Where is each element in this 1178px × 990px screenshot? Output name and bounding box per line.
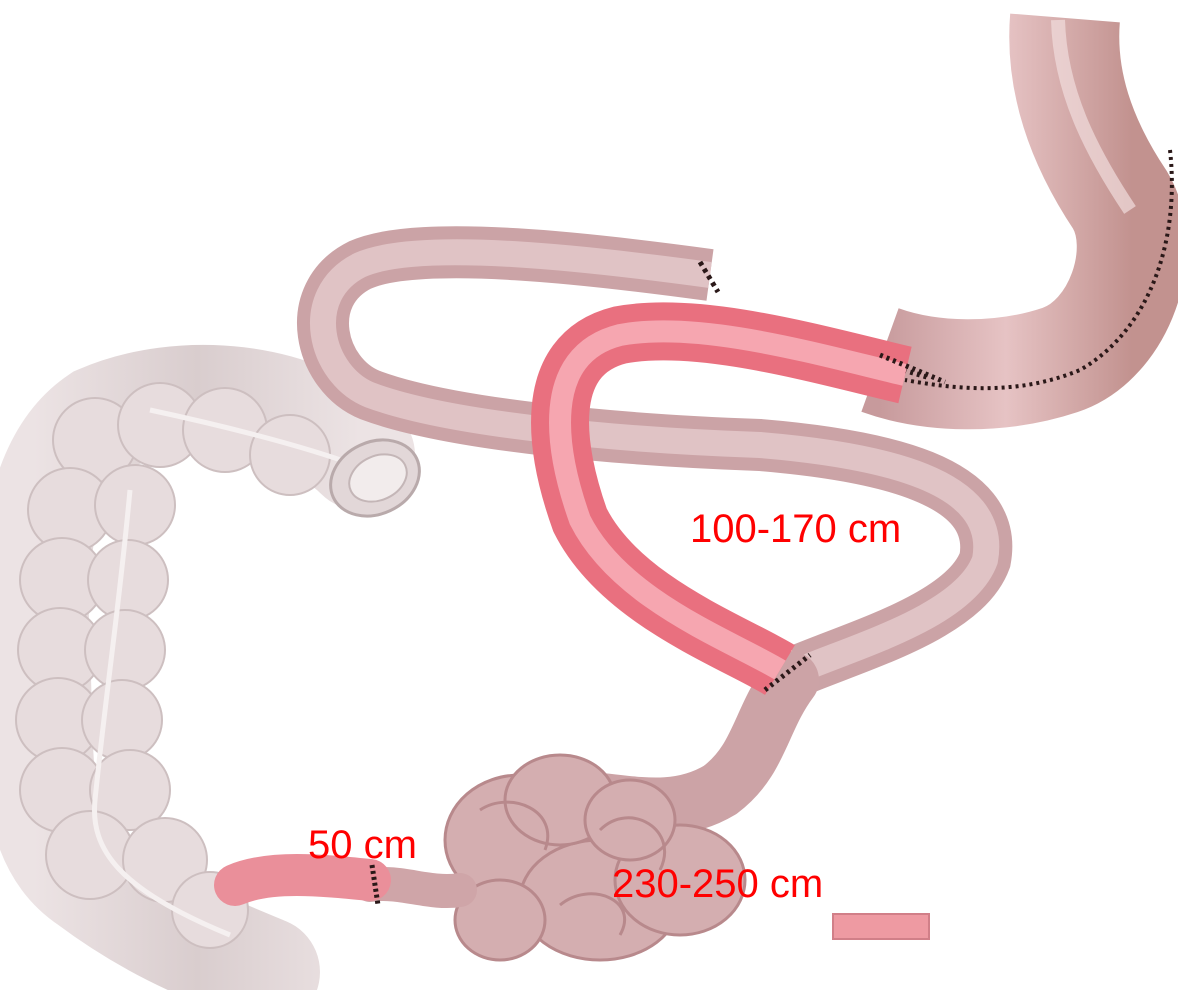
common-channel	[235, 865, 460, 905]
small-bowel-loops	[445, 680, 790, 960]
stomach	[870, 18, 1172, 388]
legend-swatch	[833, 914, 929, 939]
limb-length-label: 100-170 cm	[690, 509, 901, 549]
common-channel-length-label: 50 cm	[308, 825, 417, 865]
loops-length-label: 230-250 cm	[612, 864, 823, 904]
